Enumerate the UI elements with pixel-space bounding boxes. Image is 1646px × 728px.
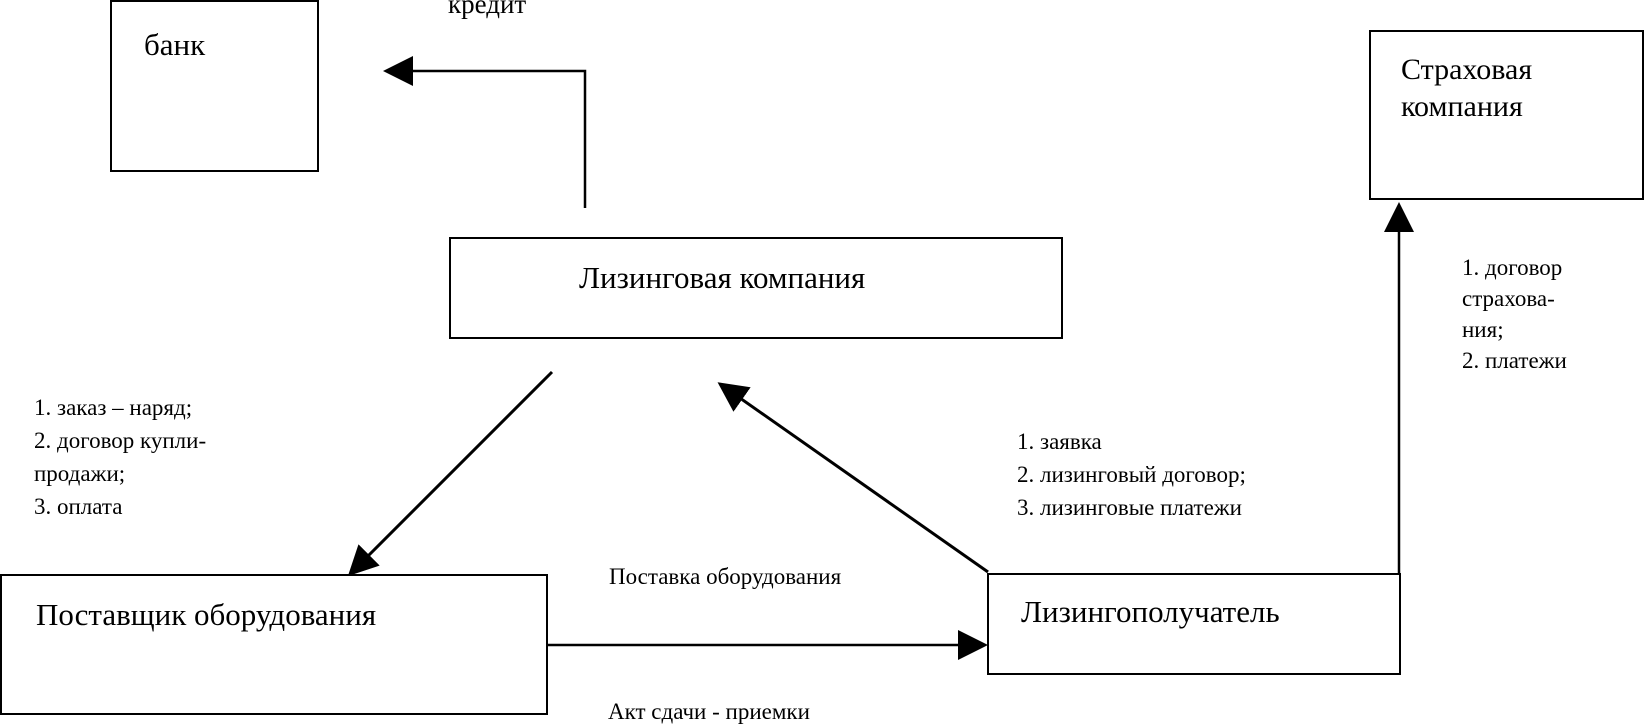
supplier-relations-label: 1. заказ – наряд; 2. договор купли- прод…	[34, 395, 207, 519]
credit-label: кредит	[448, 0, 527, 19]
insurance-relations-label: 1. договор страхова- ния; 2. платежи	[1462, 255, 1567, 373]
credit-arrow	[383, 56, 587, 208]
lessee-node: Лизингополучатель	[987, 573, 1401, 675]
lessee-label: Лизингополучатель	[1021, 594, 1280, 629]
bank-label: банк	[144, 27, 206, 62]
leasing-company-label: Лизинговая компания	[579, 260, 866, 295]
acceptance-label: Акт сдачи - приемки	[608, 699, 810, 724]
insurance-company-label: Страховая компания	[1401, 53, 1533, 123]
lessee-to-leasing-arrow	[717, 382, 989, 574]
insurance-company-node: Страховая компания	[1369, 30, 1644, 200]
supplier-label: Поставщик оборудования	[36, 597, 377, 632]
leasing-to-supplier-arrow	[347, 370, 554, 577]
lessee-relations-label: 1. заявка 2. лизинговый договор; 3. лизи…	[1017, 429, 1246, 520]
leasing-company-node: Лизинговая компания	[449, 237, 1063, 339]
bank-node: банк	[110, 0, 319, 172]
supplier-node: Поставщик оборудования	[0, 574, 548, 715]
delivery-label: Поставка оборудования	[609, 564, 842, 589]
